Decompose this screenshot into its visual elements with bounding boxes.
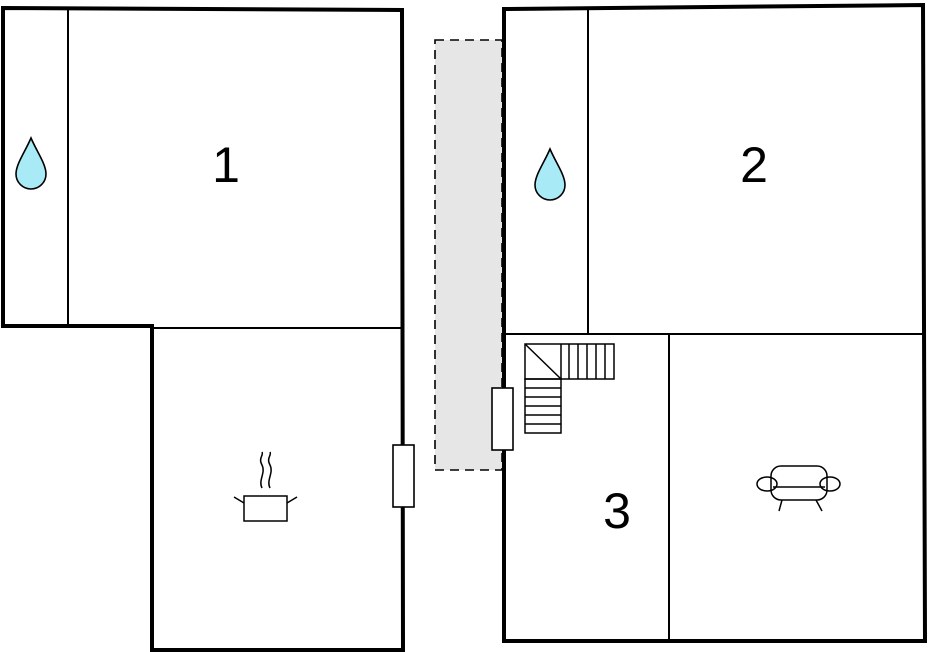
water-drop-icon bbox=[534, 146, 566, 201]
left-door bbox=[392, 444, 415, 508]
right-door bbox=[491, 387, 514, 451]
water-drop-icon bbox=[15, 135, 47, 190]
left-unit-outline bbox=[1, 5, 406, 652]
room-number-3: 3 bbox=[603, 483, 631, 539]
right-unit-outline bbox=[502, 2, 928, 643]
terrace-area bbox=[434, 39, 503, 471]
room-number-2: 2 bbox=[740, 137, 768, 193]
left-unit bbox=[1, 5, 415, 652]
cooking-pot-icon bbox=[233, 451, 298, 522]
staircase-icon bbox=[524, 343, 615, 434]
sofa-icon bbox=[756, 465, 841, 512]
room-number-1: 1 bbox=[212, 137, 240, 193]
right-unit bbox=[491, 2, 928, 643]
